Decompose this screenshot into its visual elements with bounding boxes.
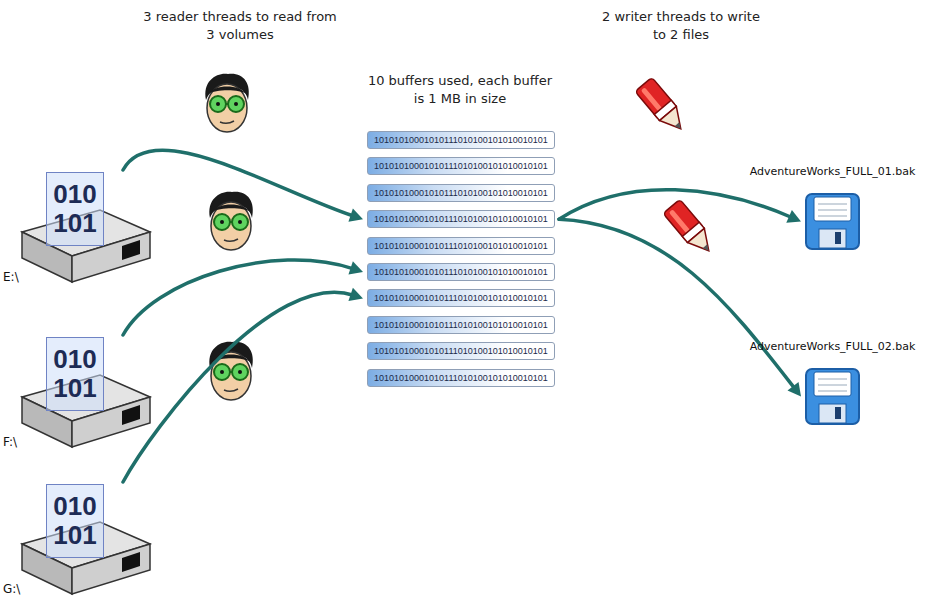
binary-text: 010 101	[50, 492, 100, 549]
writer-thread	[663, 199, 717, 258]
buffer-bits: 10101010001010111010100101010010101	[374, 320, 548, 330]
memory-buffer: 10101010001010111010100101010010101	[367, 263, 555, 281]
memory-buffer: 10101010001010111010100101010010101	[367, 289, 555, 307]
arrow-line	[123, 150, 354, 216]
backup-file: AdventureWorks_FULL_02.bak	[805, 368, 860, 425]
reader-thread	[205, 74, 249, 132]
arrow-head	[348, 208, 363, 221]
disk-volume: 010 101G:\	[18, 482, 153, 597]
binary-label: 010 101	[46, 484, 104, 558]
heading-label: 2 writer threads to write to 2 files	[596, 8, 766, 43]
disk-volume: 010 101E:\	[18, 170, 153, 285]
buffer-bits: 10101010001010111010100101010010101	[374, 188, 548, 198]
floppy-disk	[806, 369, 859, 424]
flow-arrow	[559, 190, 801, 223]
flow-arrow	[123, 150, 363, 222]
memory-buffer: 10101010001010111010100101010010101	[367, 369, 555, 387]
reader-thread	[209, 192, 253, 250]
buffer-bits: 10101010001010111010100101010010101	[374, 135, 548, 145]
file-name: AdventureWorks_FULL_01.bak	[750, 165, 916, 178]
buffer-bits: 10101010001010111010100101010010101	[374, 214, 548, 224]
memory-buffer: 10101010001010111010100101010010101	[367, 210, 555, 228]
binary-label: 010 101	[46, 172, 104, 246]
memory-buffer: 10101010001010111010100101010010101	[367, 342, 555, 360]
writer-thread	[635, 77, 689, 136]
volume-letter: F:\	[3, 435, 17, 449]
buffer-bits: 10101010001010111010100101010010101	[374, 241, 548, 251]
heading-label: 3 reader threads to read from 3 volumes	[140, 8, 340, 43]
flow-arrow	[123, 260, 363, 335]
disk-volume: 010 101F:\	[18, 335, 153, 450]
flow-arrow	[559, 219, 801, 396]
volume-letter: E:\	[3, 270, 19, 284]
arrow-line	[123, 292, 354, 482]
binary-text: 010 101	[50, 180, 100, 237]
buffer-bits: 10101010001010111010100101010010101	[374, 346, 548, 356]
binary-label: 010 101	[46, 337, 104, 411]
buffer-bits: 10101010001010111010100101010010101	[374, 373, 548, 383]
floppy-disk	[806, 194, 859, 249]
memory-buffer: 10101010001010111010100101010010101	[367, 316, 555, 334]
memory-buffer: 10101010001010111010100101010010101	[367, 131, 555, 149]
arrow-line	[559, 219, 795, 388]
arrow-line	[559, 190, 792, 219]
binary-text: 010 101	[50, 345, 100, 402]
buffer-bits: 10101010001010111010100101010010101	[374, 161, 548, 171]
arrow-head	[348, 261, 363, 274]
backup-file: AdventureWorks_FULL_01.bak	[805, 193, 860, 250]
arrow-head	[348, 288, 363, 301]
arrow-head	[787, 382, 801, 397]
memory-buffer: 10101010001010111010100101010010101	[367, 184, 555, 202]
buffer-bits: 10101010001010111010100101010010101	[374, 267, 548, 277]
reader-thread	[209, 342, 253, 400]
memory-buffer: 10101010001010111010100101010010101	[367, 157, 555, 175]
memory-buffer: 10101010001010111010100101010010101	[367, 237, 555, 255]
file-name: AdventureWorks_FULL_02.bak	[750, 340, 916, 353]
flow-arrow	[123, 288, 363, 482]
arrow-line	[123, 260, 354, 335]
arrow-head	[786, 210, 801, 223]
volume-letter: G:\	[3, 582, 20, 596]
heading-label: 10 buffers used, each buffer is 1 MB in …	[362, 72, 558, 107]
buffer-bits: 10101010001010111010100101010010101	[374, 293, 548, 303]
